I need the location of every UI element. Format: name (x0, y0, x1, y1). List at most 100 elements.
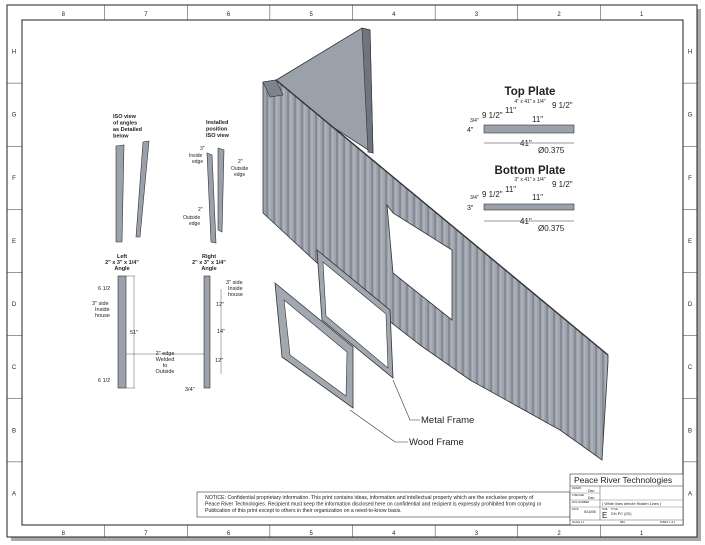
svg-text:DATE: DATE (572, 508, 579, 511)
notice-text: NOTICE: Confidential proprietary informa… (205, 495, 542, 514)
svg-text:SCALE 1:1: SCALE 1:1 (572, 521, 585, 524)
svg-text:3": 3" (200, 146, 205, 152)
column-marker: 3 (475, 12, 479, 18)
svg-text:11": 11" (532, 193, 543, 202)
bottom-plate-detail: Bottom Plate 3" x 41" x 1/4" 3/4" 3" 9 1… (467, 165, 575, 233)
column-marker: 5 (310, 531, 314, 537)
row-marker: A (688, 491, 692, 497)
row-marker: A (12, 491, 16, 497)
title-block: Peace River Technologies DRAWN Dan CHECK… (569, 473, 684, 526)
bottom-plate-title: Bottom Plate (495, 165, 566, 177)
svg-text:SIZE: SIZE (602, 508, 608, 511)
svg-text:12": 12" (216, 302, 224, 308)
column-marker: 6 (227, 531, 231, 537)
svg-text:TITLE: TITLE (611, 508, 618, 511)
row-marker: C (688, 365, 693, 371)
column-marker: 8 (62, 12, 66, 18)
svg-text:51": 51" (130, 330, 138, 336)
svg-text:3" x 41" x 1/4": 3" x 41" x 1/4" (514, 177, 545, 183)
metal-frame (316, 249, 394, 379)
column-marker: 4 (392, 12, 396, 18)
row-marker: G (688, 113, 693, 119)
svg-text:11": 11" (505, 106, 516, 115)
row-marker: D (688, 302, 693, 308)
svg-text:9 1/2": 9 1/2" (482, 190, 503, 199)
back-wall-edge (361, 27, 374, 154)
svg-text:41": 41" (520, 139, 532, 148)
svg-text:SHEET 1 of 1: SHEET 1 of 1 (660, 521, 676, 524)
wood-frame (274, 282, 354, 409)
svg-text:Ø0.375: Ø0.375 (538, 224, 565, 233)
svg-text:4": 4" (467, 127, 474, 134)
column-marker: 7 (144, 12, 148, 18)
wood-frame-leader (349, 409, 408, 443)
row-marker: H (688, 50, 692, 56)
svg-text:Ø0.375: Ø0.375 (538, 146, 565, 155)
column-marker: 1 (640, 531, 644, 537)
row-marker: B (12, 428, 16, 434)
svg-text:2": 2" (198, 207, 203, 213)
wood-frame-label: Wood Frame (409, 437, 464, 448)
row-marker: D (12, 302, 17, 308)
row-marker: B (688, 428, 692, 434)
svg-text:Dan: Dan (588, 489, 594, 493)
column-marker: 4 (392, 531, 396, 537)
row-marker: C (12, 365, 17, 371)
notice-box (196, 491, 571, 518)
svg-text:11": 11" (532, 115, 543, 124)
row-marker: E (12, 239, 16, 245)
svg-text:11": 11" (505, 185, 516, 194)
window-opening (386, 203, 453, 321)
company-name: Peace River Technologies (574, 475, 672, 485)
svg-text:41": 41" (520, 217, 532, 226)
metal-frame-label: Metal Frame (421, 415, 474, 426)
top-plate-detail: Top Plate 4" x 41" x 1/4" 3/4" 4" 9 1/2"… (467, 86, 575, 155)
svg-text:6 1/2: 6 1/2 (98, 378, 110, 384)
metal-frame-leader (392, 379, 420, 421)
svg-text:( White lines denote Hidden Li: ( White lines denote Hidden Lines ) (602, 502, 662, 506)
column-marker: 6 (227, 12, 231, 18)
row-marker: G (12, 113, 17, 119)
svg-text:9 1/2": 9 1/2" (482, 111, 503, 120)
top-plate-edge (275, 79, 609, 356)
row-marker: F (688, 176, 692, 182)
svg-text:3/4": 3/4" (470, 195, 479, 201)
row-marker: E (688, 239, 692, 245)
column-marker: 2 (557, 12, 561, 18)
svg-text:DOC NUMBER: DOC NUMBER (572, 501, 589, 504)
column-marker: 5 (310, 12, 314, 18)
column-marker: 8 (62, 531, 66, 537)
column-marker: 1 (640, 12, 644, 18)
svg-text:REV: REV (620, 521, 625, 524)
svg-text:9 1/2": 9 1/2" (552, 180, 573, 189)
row-marker: F (12, 176, 16, 182)
svg-text:3": 3" (467, 205, 474, 212)
svg-text:4" x 41" x 1/4": 4" x 41" x 1/4" (514, 99, 545, 105)
corner-post (262, 79, 284, 98)
svg-text:5/16/06: 5/16/06 (584, 510, 596, 514)
svg-text:3/4": 3/4" (470, 118, 479, 124)
svg-text:14": 14" (217, 329, 225, 335)
top-plate-title: Top Plate (505, 86, 556, 98)
svg-text:E: E (602, 511, 607, 520)
svg-text:DRAWN: DRAWN (572, 487, 582, 490)
svg-text:6 1/2: 6 1/2 (98, 286, 110, 292)
column-marker: 3 (475, 531, 479, 537)
svg-text:DH-PC (2D): DH-PC (2D) (611, 512, 632, 516)
column-marker: 2 (557, 531, 561, 537)
svg-text:9 1/2": 9 1/2" (552, 101, 573, 110)
svg-text:3/4": 3/4" (185, 387, 195, 393)
